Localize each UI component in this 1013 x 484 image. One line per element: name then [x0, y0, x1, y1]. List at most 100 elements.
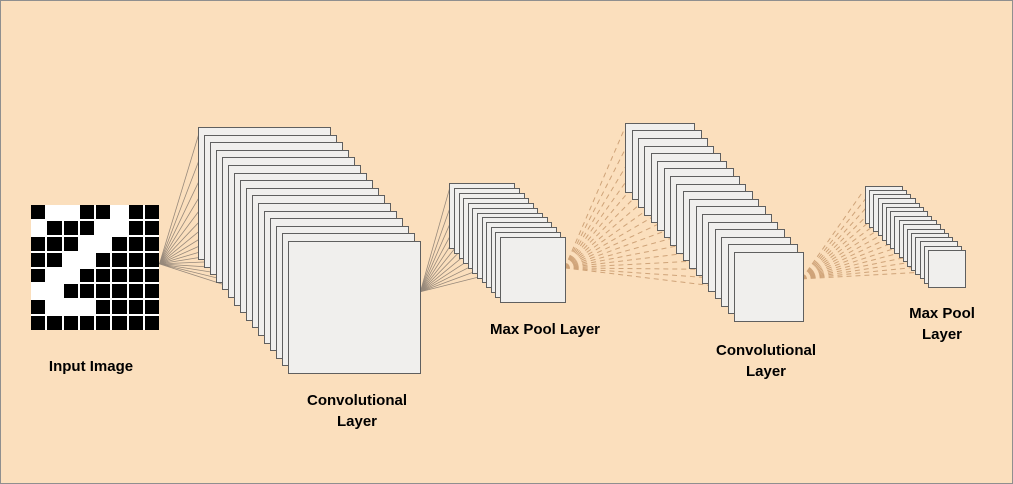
label-line: Convolutional: [307, 392, 407, 409]
pixel-off: [31, 205, 46, 219]
label-line: Layer: [336, 413, 378, 430]
pixel-off: [128, 300, 143, 315]
pixel-on: [47, 268, 62, 283]
pixel-off: [63, 316, 78, 330]
pixel-off: [31, 300, 46, 315]
label-line: Layer: [745, 363, 787, 380]
pixel-off: [144, 284, 159, 299]
pixel-on: [79, 300, 94, 315]
connection-line: [564, 203, 676, 269]
pixel-off: [144, 220, 159, 235]
input-image-grid: [31, 205, 159, 330]
pixel-on: [63, 300, 78, 315]
feature-map-sheet: [734, 252, 804, 322]
max-pool-2-label: Max Pool Layer: [909, 303, 975, 345]
pixel-off: [144, 268, 159, 283]
pixel-off: [112, 268, 127, 283]
pixel-off: [112, 252, 127, 267]
pixel-off: [128, 268, 143, 283]
pixel-off: [47, 220, 62, 235]
pixel-off: [79, 205, 94, 219]
pixel-off: [144, 236, 159, 251]
connection-line: [801, 271, 927, 280]
pixel-off: [96, 316, 111, 330]
pixel-on: [47, 284, 62, 299]
pixel-off: [112, 284, 127, 299]
pixel-on: [79, 236, 94, 251]
connection-line: [564, 267, 734, 289]
conv-layer-1-label: Convolutional Layer: [307, 390, 407, 432]
pixel-off: [47, 236, 62, 251]
pixel-on: [47, 300, 62, 315]
connection-line: [801, 260, 918, 280]
pixel-off: [79, 268, 94, 283]
pixel-off: [128, 284, 143, 299]
connection-line: [564, 267, 721, 270]
pixel-off: [144, 205, 159, 219]
pixel-off: [79, 316, 94, 330]
connection-line: [801, 195, 869, 280]
pixel-off: [47, 252, 62, 267]
pixel-off: [96, 205, 111, 219]
connection-line: [419, 195, 455, 292]
pixel-on: [63, 252, 78, 267]
max-pool-1-label: Max Pool Layer: [490, 319, 600, 340]
connection-line: [564, 137, 632, 269]
connection-line: [801, 233, 898, 280]
pixel-off: [96, 252, 111, 267]
pixel-on: [112, 205, 127, 219]
connection-line: [801, 239, 902, 280]
conv-layer-2-label: Convolutional Layer: [716, 340, 816, 382]
pixel-off: [31, 268, 46, 283]
pixel-off: [128, 205, 143, 219]
pixel-off: [128, 236, 143, 251]
pixel-off: [112, 236, 127, 251]
feature-map-sheet: [288, 241, 421, 374]
pixel-off: [128, 252, 143, 267]
pixel-off: [128, 220, 143, 235]
connection-line: [564, 128, 626, 269]
pixel-off: [63, 236, 78, 251]
pixel-off: [112, 300, 127, 315]
connection-line: [564, 184, 664, 269]
pixel-on: [112, 220, 127, 235]
pixel-off: [96, 300, 111, 315]
pixel-off: [31, 316, 46, 330]
connection-line: [564, 156, 645, 269]
pixel-off: [144, 252, 159, 267]
connection-line: [801, 244, 906, 280]
feature-map-sheet: [500, 237, 566, 303]
pixel-off: [128, 316, 143, 330]
label-line: Convolutional: [716, 342, 816, 359]
pixel-on: [79, 252, 94, 267]
connection-line: [801, 249, 910, 280]
pixel-off: [63, 220, 78, 235]
connection-line: [159, 132, 200, 265]
connection-line: [564, 267, 727, 280]
connection-line: [159, 143, 206, 265]
pixel-on: [31, 284, 46, 299]
pixel-off: [79, 220, 94, 235]
pixel-on: [96, 220, 111, 235]
pixel-on: [96, 236, 111, 251]
connection-line: [564, 193, 670, 269]
input-image-label: Input Image: [49, 356, 133, 377]
pixel-off: [144, 300, 159, 315]
pixel-on: [63, 268, 78, 283]
pixel-on: [63, 205, 78, 219]
connection-line: [419, 188, 451, 292]
connection-line: [564, 259, 714, 269]
label-line: Layer: [921, 326, 963, 343]
pixel-off: [79, 284, 94, 299]
connection-line: [801, 266, 923, 280]
feature-map-sheet: [928, 250, 966, 288]
pixel-on: [31, 220, 46, 235]
pixel-off: [31, 252, 46, 267]
pixel-off: [96, 268, 111, 283]
connection-line: [801, 190, 864, 280]
label-line: Max Pool: [909, 305, 975, 322]
pixel-off: [112, 316, 127, 330]
pixel-off: [63, 284, 78, 299]
pixel-off: [31, 236, 46, 251]
